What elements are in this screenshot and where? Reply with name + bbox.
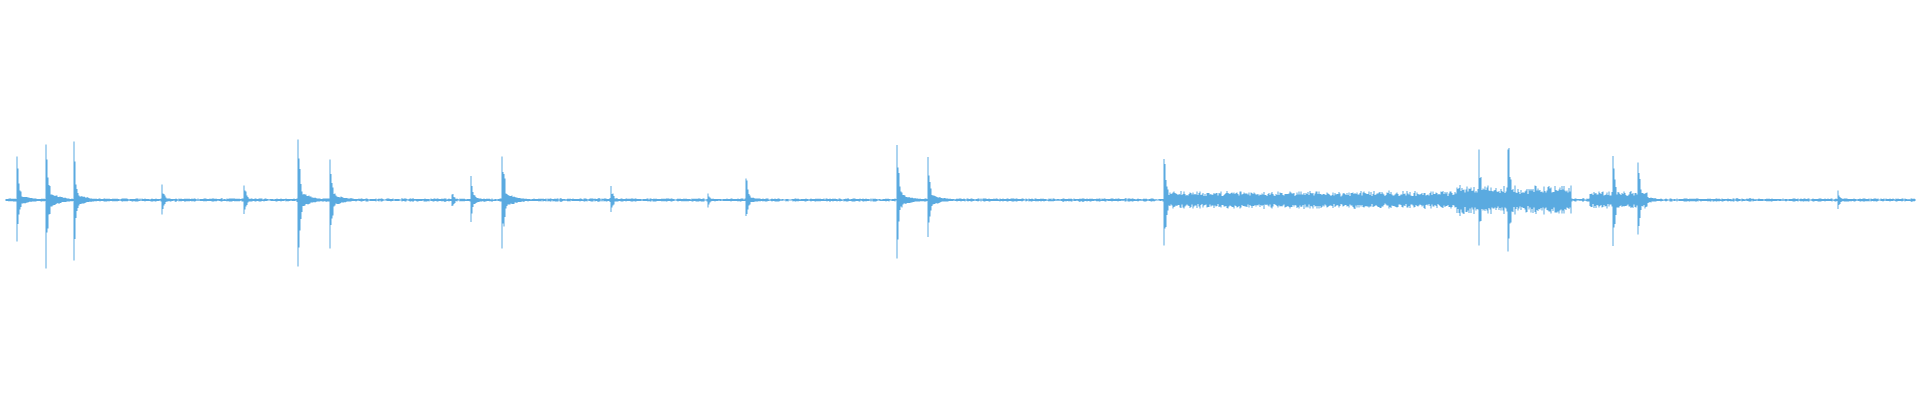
waveform-samples bbox=[5, 139, 1916, 269]
